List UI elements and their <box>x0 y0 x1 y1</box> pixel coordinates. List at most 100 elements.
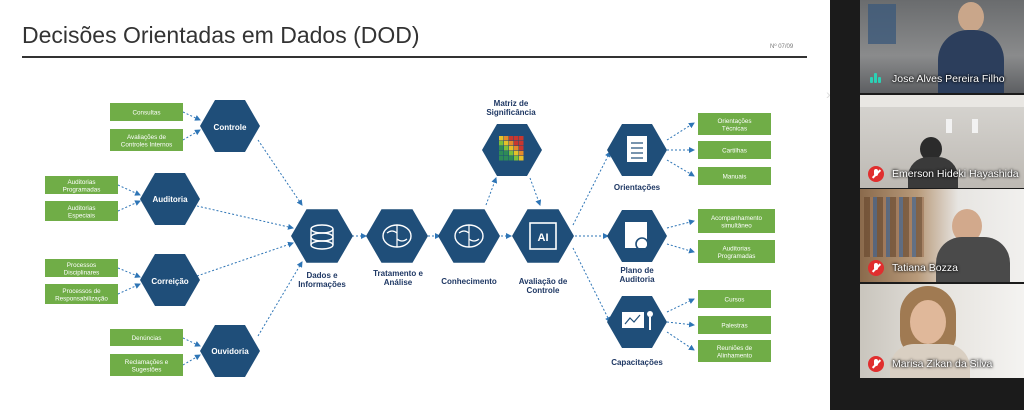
audio-level-icon <box>870 73 882 83</box>
source-box-processos-responsabilizacao <box>45 284 118 304</box>
matrix-cell <box>514 146 519 151</box>
source-box-reclamacoes <box>110 354 183 376</box>
hex-ouvidoria <box>200 325 260 377</box>
presentation-slide: Decisões Orientadas em Dados (DOD) Nº 07… <box>0 0 830 410</box>
result-box-auditorias-programadas <box>698 240 775 263</box>
flow-arrow <box>257 139 303 206</box>
matrix-cell <box>509 151 514 156</box>
source-box-auditorias-programadas <box>45 176 118 194</box>
flow-arrow <box>182 129 201 141</box>
hex-correicao <box>140 254 200 306</box>
matrix-cell <box>509 136 514 141</box>
matrix-cell <box>504 136 509 141</box>
hex-label-auditoria: Auditoria <box>152 195 188 204</box>
matrix-cell <box>504 141 509 146</box>
video-participants-panel: Jose Alves Pereira Filho Emerson Hideki … <box>830 0 1024 410</box>
diagram-connectors <box>117 111 695 366</box>
chevron-right-icon[interactable]: › <box>826 86 831 102</box>
diagram-nodes <box>45 100 775 377</box>
source-box-auditorias-especiais <box>45 201 118 221</box>
participant-name: Emerson Hideki Hayashida <box>892 168 1019 180</box>
result-box-palestras <box>698 316 771 334</box>
mic-off-icon <box>868 166 884 182</box>
source-box-denuncias-label: Denúncias <box>132 335 162 342</box>
flow-arrow <box>529 177 542 206</box>
clipboard-search-icon <box>625 222 647 248</box>
flow-arrow <box>666 219 695 229</box>
label-conhecimento: Conhecimento <box>441 277 497 286</box>
presentation-board-icon <box>622 312 644 328</box>
slide-title: Decisões Orientadas em Dados (DOD) <box>22 22 420 48</box>
flow-arrow <box>196 241 294 277</box>
matrix-cell <box>519 141 524 146</box>
result-box-manuais-label: Manuais <box>723 174 747 181</box>
flow-arrow <box>196 205 294 230</box>
flow-arrow <box>117 184 141 196</box>
matrix-cell <box>504 151 509 156</box>
title-divider <box>22 56 807 58</box>
source-box-processos-disciplinares <box>45 259 118 277</box>
hex-avaliacao <box>512 209 574 263</box>
flow-arrow <box>666 321 695 328</box>
ai-chip-label: AI <box>538 232 549 244</box>
hex-label-correicao: Correição <box>151 277 188 286</box>
participant-tile[interactable]: Emerson Hideki Hayashida <box>860 95 1024 188</box>
flow-arrow <box>666 122 695 141</box>
flow-arrow <box>572 247 611 323</box>
ai-chip-icon <box>529 222 557 250</box>
hex-label-controle: Controle <box>214 123 247 132</box>
flow-arrow <box>257 261 303 337</box>
flow-arrow <box>182 337 201 347</box>
source-box-consultas <box>110 103 183 121</box>
participant-tile[interactable]: Tatiana Bozza <box>860 189 1024 282</box>
participant-tile[interactable]: Marisa Zikan da Silva <box>860 284 1024 378</box>
matrix-cell <box>519 156 524 161</box>
participant-name: Marisa Zikan da Silva <box>892 358 993 370</box>
participant-name: Jose Alves Pereira Filho <box>892 73 1005 85</box>
flow-arrow <box>117 200 141 212</box>
flow-arrow <box>182 354 201 366</box>
result-box-cursos-label: Cursos <box>725 297 745 304</box>
source-box-consultas-label: Consultas <box>132 110 160 117</box>
result-box-cartilhas <box>698 141 771 159</box>
participant-name: Tatiana Bozza <box>892 262 958 274</box>
result-box-cursos <box>698 290 771 308</box>
participant-tile[interactable]: Jose Alves Pereira Filho <box>860 0 1024 93</box>
matrix-cell <box>519 146 524 151</box>
label-capacitacoes: Capacitações <box>611 358 663 367</box>
matrix-cell <box>499 136 504 141</box>
matrix-cell <box>504 146 509 151</box>
result-box-cartilhas-label: Cartilhas <box>722 148 747 155</box>
label-orientacoes: Orientações <box>614 183 661 192</box>
matrix-cell <box>499 141 504 146</box>
hex-auditoria <box>140 173 200 225</box>
matrix-cell <box>514 136 519 141</box>
flow-arrow <box>485 177 498 206</box>
flow-arrow <box>117 267 141 278</box>
matrix-cell <box>499 151 504 156</box>
source-box-denuncias <box>110 329 183 346</box>
result-box-orientacoes-tecnicas <box>698 113 771 135</box>
mic-off-icon <box>868 356 884 372</box>
flow-arrow <box>117 283 141 295</box>
matrix-cell <box>499 156 504 161</box>
hex-dados <box>291 209 353 263</box>
result-box-manuais <box>698 167 771 185</box>
matrix-cell <box>519 151 524 156</box>
flow-arrow <box>572 151 611 226</box>
matrix-cell <box>519 136 524 141</box>
flow-arrow <box>666 331 695 351</box>
result-box-reunioes <box>698 340 771 362</box>
matrix-cell <box>504 156 509 161</box>
